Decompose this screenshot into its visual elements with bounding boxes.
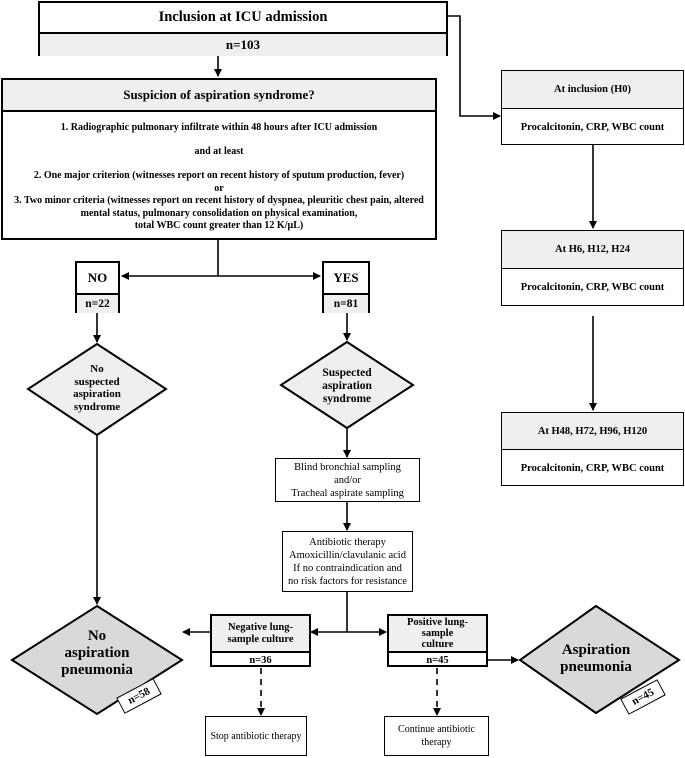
sampling-line3: Tracheal aspirate sampling [291, 487, 404, 499]
no-box: NO n=22 [75, 261, 120, 313]
antibiotic-line4: no risk factors for resistance [288, 575, 407, 587]
timeline-h0-box: At inclusion (H0) Procalcitonin, CRP, WB… [501, 70, 684, 145]
suspected-line1: Suspected [322, 367, 372, 379]
antibiotic-box: Antibiotic therapy Amoxicillin/clavulani… [282, 531, 413, 592]
criterion-minor-line2: mental status, pulmonary consolidation o… [80, 207, 358, 219]
no-pneumonia-line1: No [87, 628, 107, 644]
no-pneumonia-line2: aspiration [64, 645, 130, 661]
timeline-h0-markers: Procalcitonin, CRP, WBC count [520, 121, 665, 133]
criterion-radiographic: 1. Radiographic pulmonary infiltrate wit… [60, 122, 378, 133]
yes-label: YES [333, 270, 359, 285]
suspected-text: Suspected aspiration syndrome [290, 367, 404, 407]
positive-culture-line1: Positive lung- [407, 617, 468, 628]
suspected-line3: syndrome [322, 393, 372, 406]
inclusion-box: Inclusion at ICU admission n=103 [38, 1, 448, 56]
sampling-line1: Blind bronchial sampling [294, 461, 401, 473]
continue-therapy-line1: Continue antibiotic [398, 724, 475, 735]
antibiotic-line2: Amoxicillin/clavulanic acid [289, 549, 406, 561]
yes-box: YES n=81 [322, 261, 370, 313]
pneumonia-text: Aspiration pneumonia [535, 642, 657, 676]
pneumonia-line1: Aspiration [561, 642, 631, 658]
no-label: NO [87, 270, 108, 285]
no-pneumonia-text: No aspiration pneumonia [30, 628, 164, 679]
no-suspected-diamond [26, 342, 168, 437]
negative-culture-count: n=36 [212, 651, 309, 667]
no-suspected-line3: aspiration [73, 388, 121, 401]
pneumonia-line2: pneumonia [560, 659, 632, 675]
timeline-h0-title: At inclusion (H0) [502, 71, 683, 109]
yes-count: n=81 [324, 293, 368, 313]
pneumonia-diamond [518, 604, 681, 715]
negative-culture-title: Negative lung- sample culture [212, 616, 309, 651]
criterion-minor-line1: 3. Two minor criteria (witnesses report … [14, 195, 424, 206]
negative-culture-line1: Negative lung- [227, 621, 294, 633]
continue-therapy-box: Continue antibiotic therapy [384, 716, 489, 756]
inclusion-title: Inclusion at ICU admission [158, 9, 328, 25]
timeline-h6-box: At H6, H12, H24 Procalcitonin, CRP, WBC … [501, 230, 684, 306]
no-suspected-text: No suspected aspiration syndrome [40, 363, 154, 414]
inclusion-count: n=103 [40, 32, 446, 56]
suspicion-box: Suspicion of aspiration syndrome? 1. Rad… [1, 78, 437, 240]
suspected-line2: aspiration [322, 380, 372, 393]
positive-culture-line3: culture [421, 639, 454, 650]
criterion-minor-line3: total WBC count greater than 12 K/µL) [134, 220, 304, 231]
criterion-at-least: and at least [194, 145, 244, 157]
arrow-inclusion-to-h0 [448, 15, 501, 120]
timeline-h48-markers: Procalcitonin, CRP, WBC count [520, 462, 665, 474]
no-count: n=22 [77, 293, 118, 313]
antibiotic-line1: Antibiotic therapy [309, 536, 386, 548]
no-suspected-line2: suspected [74, 375, 120, 388]
positive-culture-line2: sample [421, 628, 454, 639]
negative-culture-line2: sample culture [227, 633, 294, 645]
criterion-major: 2. One major criterion (witnesses report… [33, 170, 405, 181]
negative-culture-box: Negative lung- sample culture n=36 [210, 614, 311, 667]
timeline-h48-title: At H48, H72, H96, H120 [502, 413, 683, 450]
suspicion-title: Suspicion of aspiration syndrome? [3, 80, 435, 112]
continue-therapy-line2: therapy [421, 737, 452, 748]
sampling-line2: and/or [334, 474, 361, 486]
antibiotic-line3: If no contraindication and [293, 562, 402, 574]
stop-therapy-label: Stop antibiotic therapy [210, 730, 302, 742]
positive-culture-box: Positive lung- sample culture n=45 [387, 614, 488, 667]
suspected-diamond [279, 340, 415, 430]
sampling-box: Blind bronchial sampling and/or Tracheal… [275, 458, 420, 502]
positive-culture-count: n=45 [389, 651, 486, 667]
timeline-h48-box: At H48, H72, H96, H120 Procalcitonin, CR… [501, 412, 684, 486]
no-suspected-line4: syndrome [73, 400, 121, 413]
criterion-or: or [214, 182, 224, 194]
no-suspected-line1: No [90, 363, 104, 375]
timeline-h6-markers: Procalcitonin, CRP, WBC count [520, 282, 665, 293]
no-pneumonia-line3: pneumonia [61, 662, 133, 678]
stop-therapy-box: Stop antibiotic therapy [205, 716, 307, 756]
positive-culture-title: Positive lung- sample culture [389, 616, 486, 651]
timeline-h6-title: At H6, H12, H24 [502, 231, 683, 269]
